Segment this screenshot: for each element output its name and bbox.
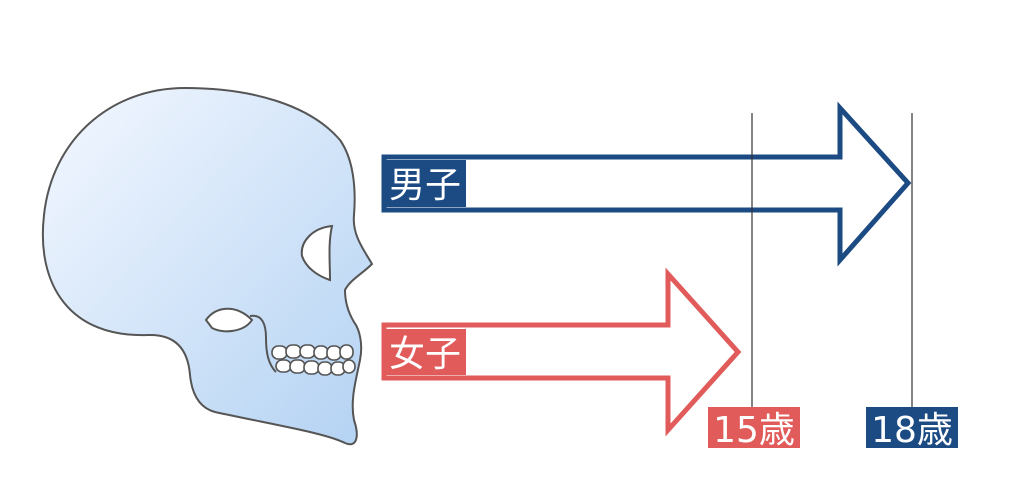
jaw-ramus-line — [249, 314, 277, 373]
male-label: 男子 — [389, 165, 461, 206]
female-label: 女子 — [389, 334, 461, 375]
lower-teeth — [275, 359, 356, 376]
age-marker-18-box — [866, 407, 958, 448]
female-label-box — [384, 329, 466, 375]
upper-teeth — [271, 344, 354, 361]
age-marker-18-label: 18歳 — [871, 410, 953, 451]
male-arrow-shape — [381, 101, 912, 267]
jaw-notch — [204, 307, 254, 333]
age-marker-18: 18歳 — [866, 407, 958, 451]
male-arrow: 男子 — [381, 101, 912, 267]
female-arrow-shape — [381, 267, 742, 437]
age-marker-15: 15歳 — [708, 407, 800, 451]
skull-profile-icon — [41, 86, 374, 446]
age-marker-15-box — [708, 407, 800, 448]
age-marker-15-label: 15歳 — [713, 410, 795, 451]
eye-socket — [300, 224, 334, 282]
male-label-box — [384, 160, 466, 207]
female-arrow: 女子 — [381, 267, 742, 437]
